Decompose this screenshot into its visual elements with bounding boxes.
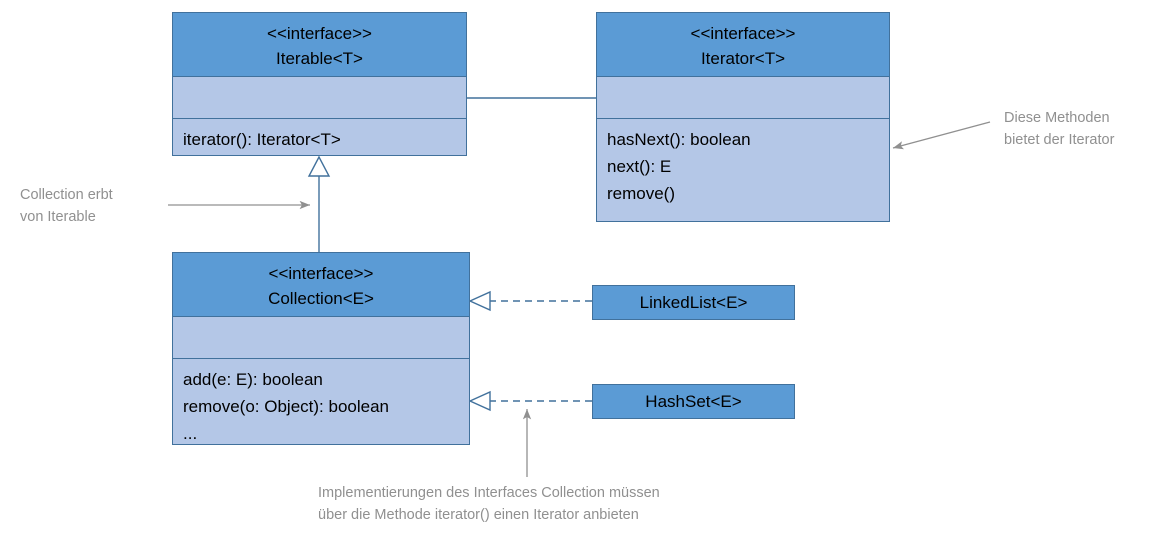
operation-item: next(): E xyxy=(607,157,672,176)
class-stereotype: <<interface>> xyxy=(267,24,372,43)
class-operations-iterable: iterator(): Iterator<T> xyxy=(173,119,466,155)
note-implementations: Implementierungen des Interfaces Collect… xyxy=(318,482,660,526)
note-line: bietet der Iterator xyxy=(1004,132,1115,148)
class-name: HashSet<E> xyxy=(645,391,742,411)
note-line: über die Methode iterator() einen Iterat… xyxy=(318,507,639,523)
class-stereotype: <<interface>> xyxy=(268,264,374,283)
operation-item: remove(o: Object): boolean xyxy=(183,397,389,416)
class-attributes-collection xyxy=(173,317,469,359)
class-box-hashset[interactable]: HashSet<E> xyxy=(592,384,795,419)
class-box-linkedlist[interactable]: LinkedList<E> xyxy=(592,285,795,320)
operation-item: iterator(): Iterator<T> xyxy=(183,130,341,149)
class-header-collection: <<interface>> Collection<E> xyxy=(173,253,469,317)
class-name: Iterator<T> xyxy=(700,49,786,68)
operation-item: add(e: E): boolean xyxy=(183,370,323,389)
note-collection-inherits: Collection erbt von Iterable xyxy=(20,184,113,228)
connector-hashset-collection xyxy=(468,390,592,412)
class-name: Iterable<T> xyxy=(276,49,363,68)
class-name: LinkedList<E> xyxy=(639,292,748,312)
class-attributes-iterator xyxy=(597,77,889,119)
class-box-iterable[interactable]: <<interface>> Iterable<T> iterator(): It… xyxy=(172,12,467,156)
operation-item: ... xyxy=(183,424,198,443)
class-header-iterator: <<interface>> Iterator<T> xyxy=(597,13,889,77)
class-box-iterator[interactable]: <<interface>> Iterator<T> hasNext(): boo… xyxy=(596,12,890,222)
class-header-iterable: <<interface>> Iterable<T> xyxy=(173,13,466,77)
class-operations-iterator: hasNext(): boolean next(): E remove() xyxy=(597,119,889,221)
note-line: Collection erbt xyxy=(20,187,113,203)
class-stereotype: <<interface>> xyxy=(690,24,796,43)
note-line: Implementierungen des Interfaces Collect… xyxy=(318,485,660,501)
note-line: Diese Methoden xyxy=(1004,110,1110,126)
connector-linkedlist-collection xyxy=(468,290,592,312)
class-operations-collection: add(e: E): boolean remove(o: Object): bo… xyxy=(173,359,469,444)
class-name: Collection<E> xyxy=(268,289,374,308)
class-attributes-iterable xyxy=(173,77,466,119)
operation-item: hasNext(): boolean xyxy=(607,130,751,149)
note-iterator-methods: Diese Methoden bietet der Iterator xyxy=(1004,107,1114,151)
note-line: von Iterable xyxy=(20,209,96,225)
note-leader-iterator-methods xyxy=(892,121,991,150)
operation-item: remove() xyxy=(607,184,676,203)
class-box-collection[interactable]: <<interface>> Collection<E> add(e: E): b… xyxy=(172,252,470,445)
connector-collection-iterable xyxy=(307,155,331,252)
